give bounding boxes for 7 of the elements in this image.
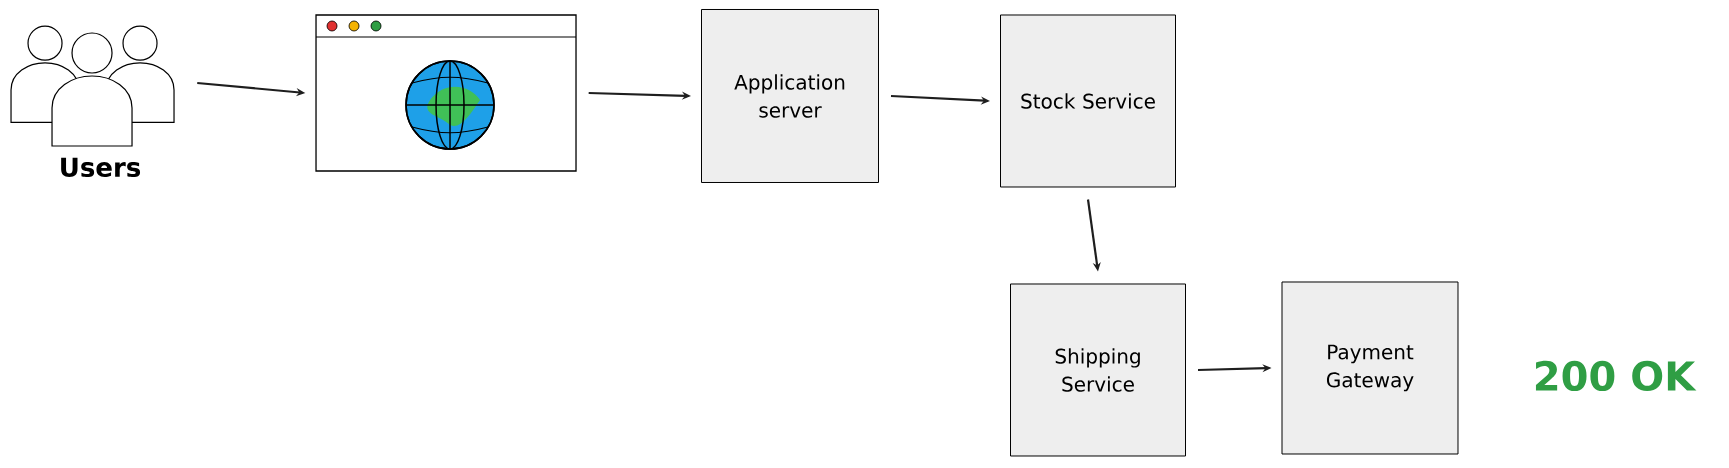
process-box: Shipping Service	[1010, 283, 1186, 457]
process-box: Payment Gateway	[1281, 281, 1459, 455]
status-text: 200 OK	[1535, 360, 1697, 392]
users-label: Users	[61, 157, 141, 178]
browser-window-drawing	[315, 14, 577, 172]
process-box: Application server	[701, 9, 879, 183]
process-box: Stock Service	[1000, 14, 1176, 188]
